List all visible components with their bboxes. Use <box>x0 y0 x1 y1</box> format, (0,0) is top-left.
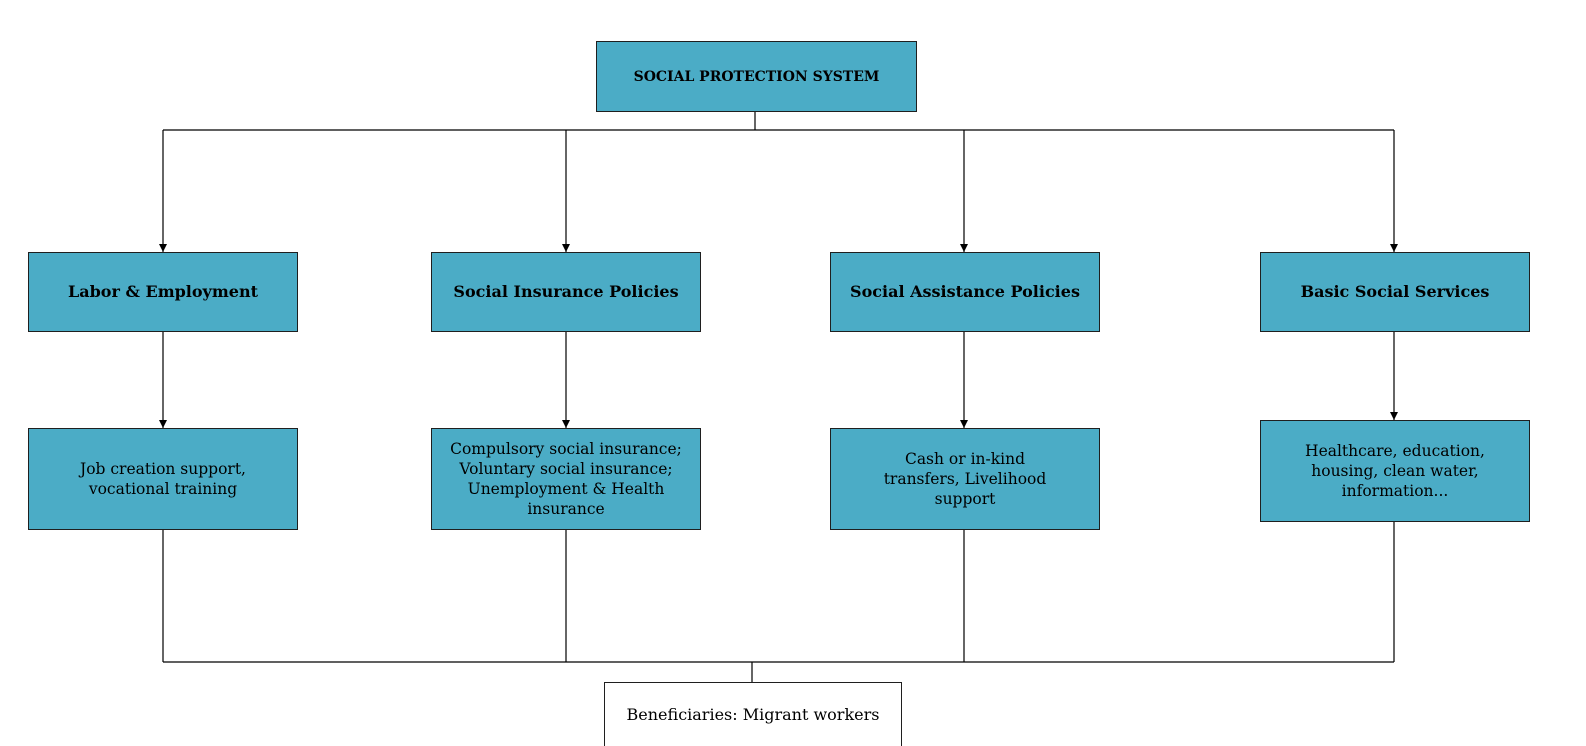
social-insurance-detail-box: Compulsory social insurance; Voluntary s… <box>431 428 701 530</box>
labor-employment-detail-box: Job creation support, vocational trainin… <box>28 428 298 530</box>
beneficiaries-box: Beneficiaries: Migrant workers <box>604 682 902 746</box>
basic-services-detail: Healthcare, education, housing, clean wa… <box>1305 442 1485 500</box>
basic-services-label: Basic Social Services <box>1300 282 1490 301</box>
beneficiaries-label: Beneficiaries: Migrant workers <box>626 704 880 724</box>
social-assistance-detail-box: Cash or in-kind transfers, Livelihood su… <box>830 428 1100 530</box>
basic-services-detail-box: Healthcare, education, housing, clean wa… <box>1260 420 1530 522</box>
social-insurance-label: Social Insurance Policies <box>453 282 679 301</box>
root-box: SOCIAL PROTECTION SYSTEM <box>596 41 917 112</box>
social-insurance-detail: Compulsory social insurance; Voluntary s… <box>450 440 682 518</box>
social-insurance-box: Social Insurance Policies <box>431 252 701 332</box>
social-assistance-box: Social Assistance Policies <box>830 252 1100 332</box>
labor-employment-box: Labor & Employment <box>28 252 298 332</box>
basic-services-box: Basic Social Services <box>1260 252 1530 332</box>
root-label: SOCIAL PROTECTION SYSTEM <box>633 68 880 85</box>
social-assistance-label: Social Assistance Policies <box>850 282 1080 301</box>
labor-employment-label: Labor & Employment <box>68 282 258 301</box>
social-assistance-detail: Cash or in-kind transfers, Livelihood su… <box>883 450 1047 508</box>
labor-employment-detail: Job creation support, vocational trainin… <box>79 460 246 498</box>
